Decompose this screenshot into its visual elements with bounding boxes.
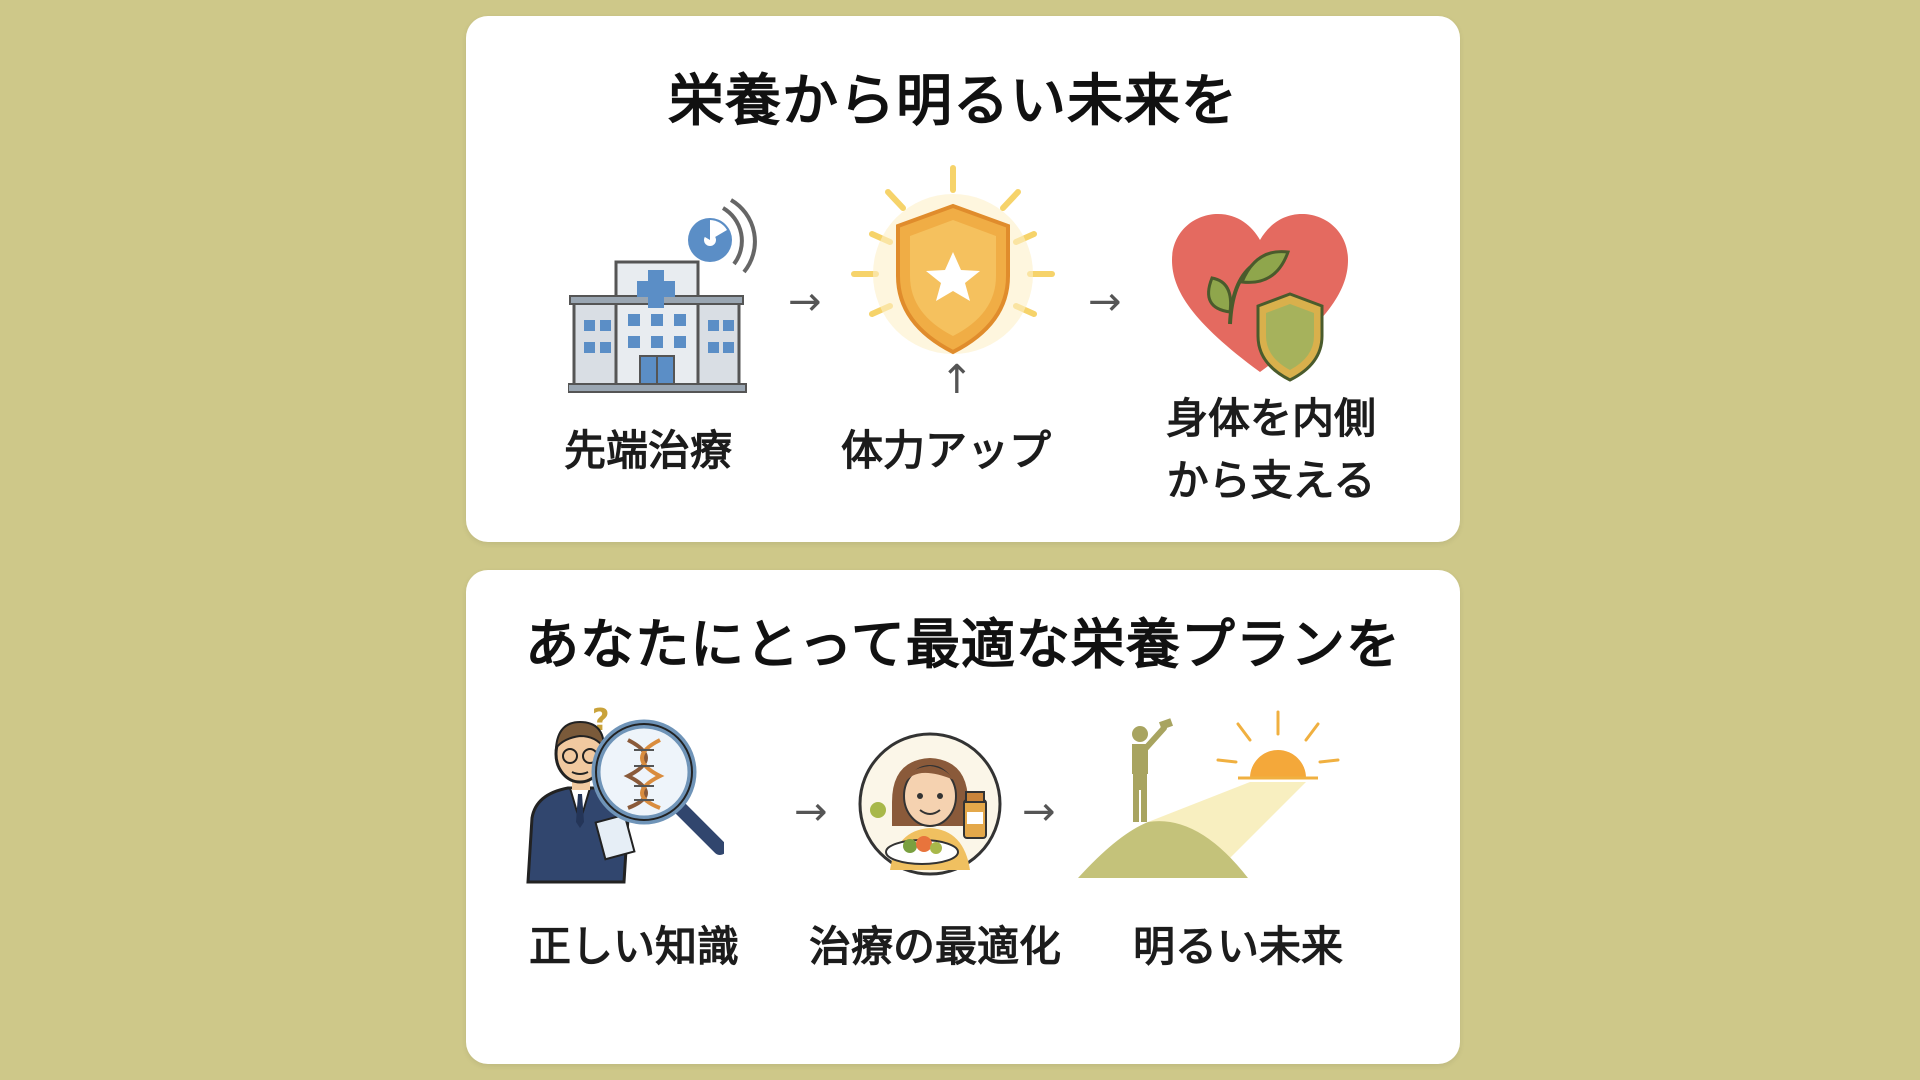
arrow-up: ↑ (940, 357, 974, 403)
step-label-inner-support-line1: 身体を内側 (1165, 394, 1376, 443)
bottom-card: あなたにとって最適な栄養プランを ? → (466, 570, 1460, 1064)
doctor-dna-magnifier-icon: ? (526, 703, 724, 884)
step-label-stamina-up: 体力アップ (840, 426, 1051, 475)
arrow-right-4: → (1022, 789, 1056, 835)
arrow-right-3: → (794, 789, 828, 835)
step-label-inner-support: 身体を内側 から支える (1146, 388, 1396, 512)
section1-title: 栄養から明るい未来を (668, 69, 1238, 134)
hospital-icon (568, 198, 757, 393)
step-label-inner-support-line2: から支える (1166, 456, 1376, 505)
arrow-right-2: → (1088, 279, 1122, 325)
top-card: 栄養から明るい未来を → (466, 16, 1460, 542)
step-label-bright-future: 明るい未来 (1132, 922, 1343, 971)
woman-healthy-meal-icon (858, 732, 1002, 876)
step-label-advanced-treatment: 先端治療 (563, 426, 732, 475)
step-label-treatment-optimization: 治療の最適化 (808, 922, 1061, 971)
arrow-right-1: → (788, 279, 822, 325)
section2-title: あなたにとって最適な栄養プランを (525, 613, 1401, 676)
shield-star-icon (851, 165, 1055, 355)
heart-leaf-shield-icon (1172, 214, 1348, 382)
step-label-correct-knowledge: 正しい知識 (528, 922, 739, 971)
person-on-hill-sunrise-icon (1078, 710, 1340, 878)
